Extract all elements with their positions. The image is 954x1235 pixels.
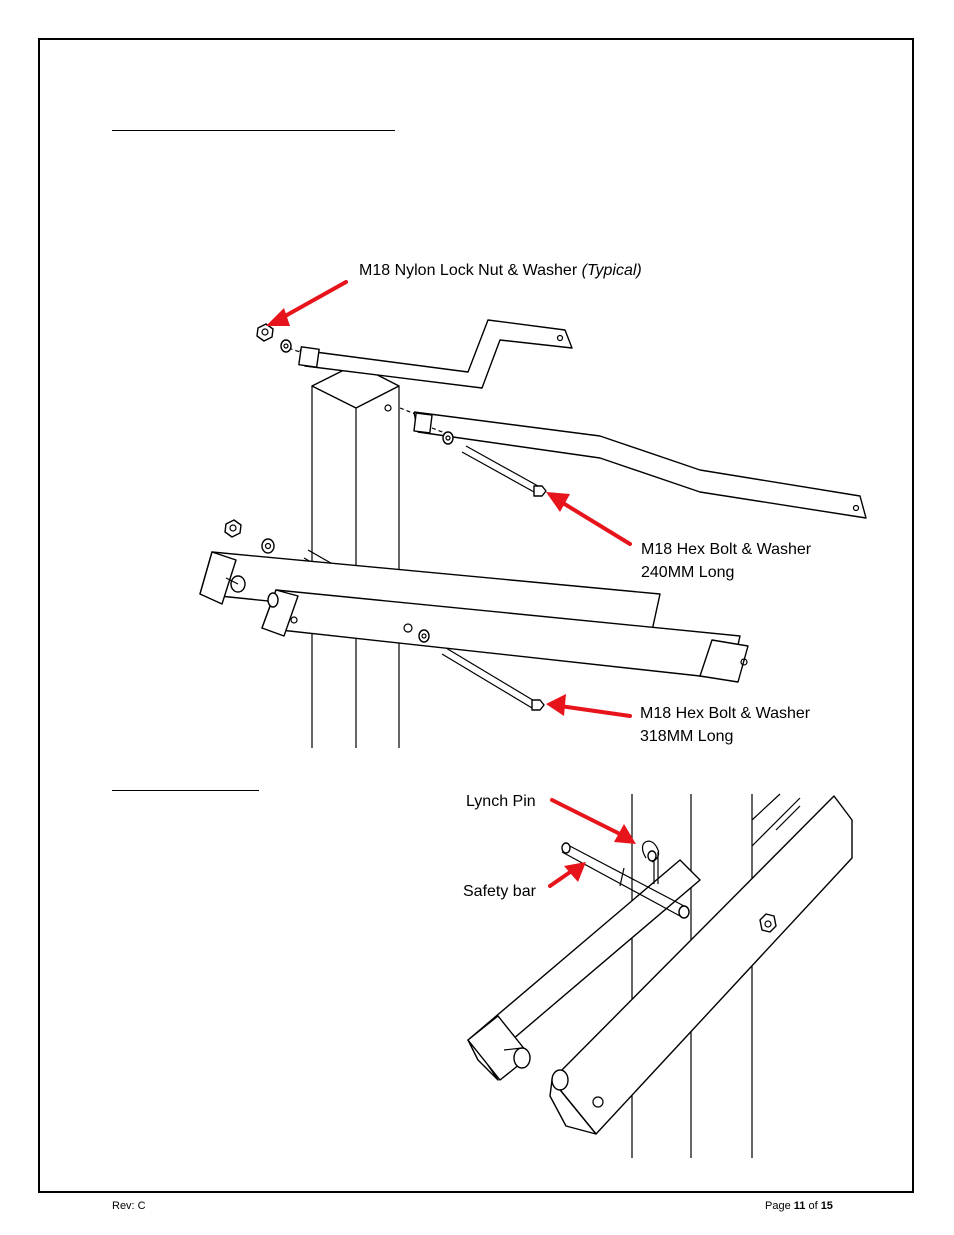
callout-bolt-318-line1: M18 Hex Bolt & Washer: [640, 705, 811, 722]
upper-bent-bar: [281, 319, 573, 389]
callout-bolt-240-line2: 240MM Long: [641, 564, 735, 581]
detail-safety-bar: [561, 842, 690, 919]
nut-washer-lower: [224, 519, 275, 554]
arrow-bolt-318: [546, 694, 632, 718]
arrow-lynch-pin: [550, 798, 636, 844]
long-curved-bar: [399, 407, 867, 519]
callout-nylon-lock-nut-text: M18 Nylon Lock Nut & Washer: [359, 262, 582, 279]
callout-safety-bar: Safety bar: [463, 883, 536, 900]
section-heading-rule-top: [112, 130, 395, 131]
footer-page-of: of: [805, 1200, 821, 1212]
detail-front-arm: [549, 795, 853, 1135]
callout-bolt-318-line2: 318MM Long: [640, 728, 734, 745]
arrow-bolt-240: [546, 492, 632, 546]
detail-back-arm: [467, 859, 701, 1081]
footer-page-total: 15: [820, 1200, 833, 1212]
arrow-safety-bar: [548, 862, 586, 888]
front-arm: [261, 589, 749, 683]
nut-washer-upper: [256, 323, 292, 353]
bolt-318mm: [441, 647, 545, 711]
bolt-240mm: [461, 445, 547, 497]
footer-page-number: Page 11 of 15: [765, 1200, 833, 1212]
page-frame: [38, 38, 914, 1193]
detail-cross-rails: [751, 793, 801, 847]
callout-nylon-lock-nut: M18 Nylon Lock Nut & Washer (Typical): [359, 259, 642, 282]
detail-lynch-pin: [641, 840, 660, 884]
callout-bolt-240-line1: M18 Hex Bolt & Washer: [641, 541, 812, 558]
footer-revision: Rev: C: [112, 1200, 146, 1212]
footer-page-prefix: Page: [765, 1200, 794, 1212]
callout-typical-text: (Typical): [581, 262, 642, 279]
arrow-nylon-lock-nut: [266, 280, 348, 326]
section-heading-rule-bottom: [112, 790, 259, 791]
callout-lynch-pin: Lynch Pin: [466, 793, 536, 810]
footer-page-current: 11: [793, 1200, 806, 1212]
